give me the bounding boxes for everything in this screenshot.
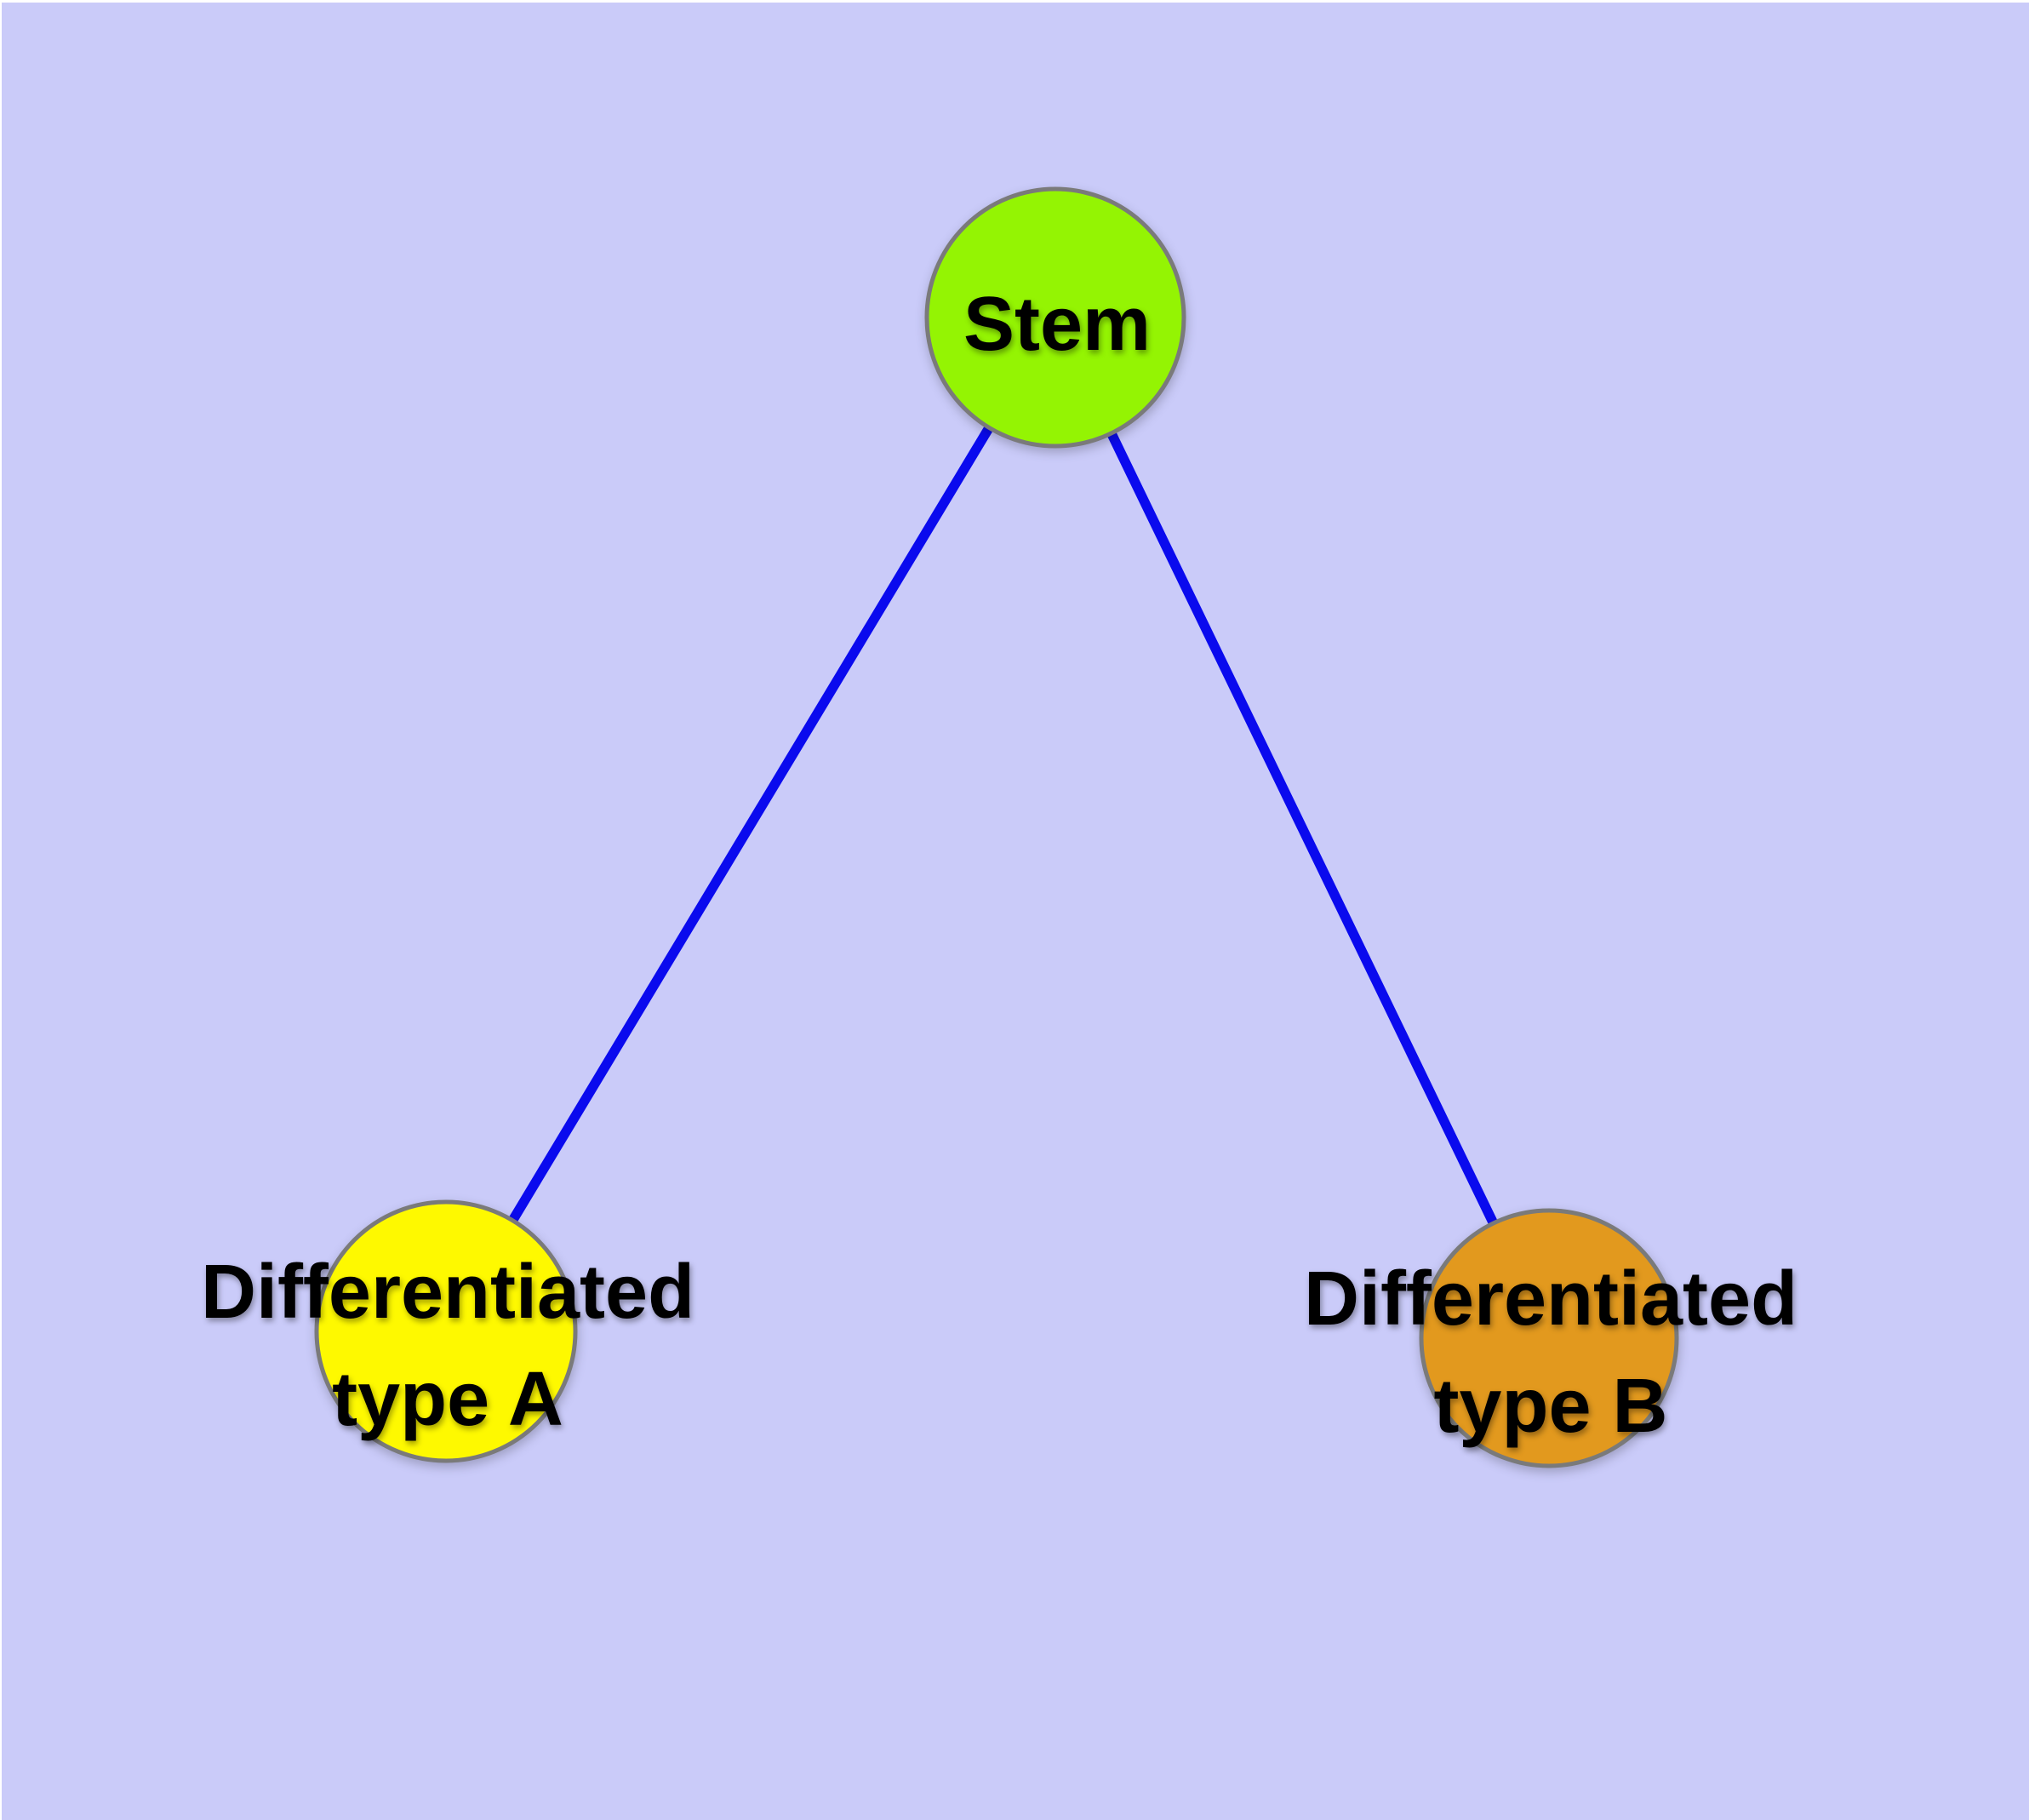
node-type-b-circle[interactable] — [1419, 1208, 1679, 1468]
node-type-b-label: Differentiated type B — [1304, 1245, 1798, 1460]
diagram-canvas: Stem Differentiated type A Differentiate… — [2, 3, 2029, 1820]
node-label-line: type B — [1433, 1364, 1668, 1449]
node-type-a-circle[interactable] — [314, 1199, 578, 1463]
node-label-line: Differentiated — [1303, 1256, 1798, 1342]
node-type-a-label: Differentiated type A — [201, 1239, 694, 1453]
edge-stem-to-type-b — [1050, 315, 1554, 1341]
top-margin — [0, 0, 2029, 3]
node-label-line: Stem — [963, 282, 1152, 367]
node-stem-circle[interactable] — [924, 186, 1186, 449]
edge-stem-to-type-a — [442, 315, 1060, 1334]
node-stem-label: Stem — [963, 271, 1151, 378]
node-label-line: Differentiated — [200, 1250, 695, 1335]
node-label-line: type A — [332, 1357, 563, 1442]
